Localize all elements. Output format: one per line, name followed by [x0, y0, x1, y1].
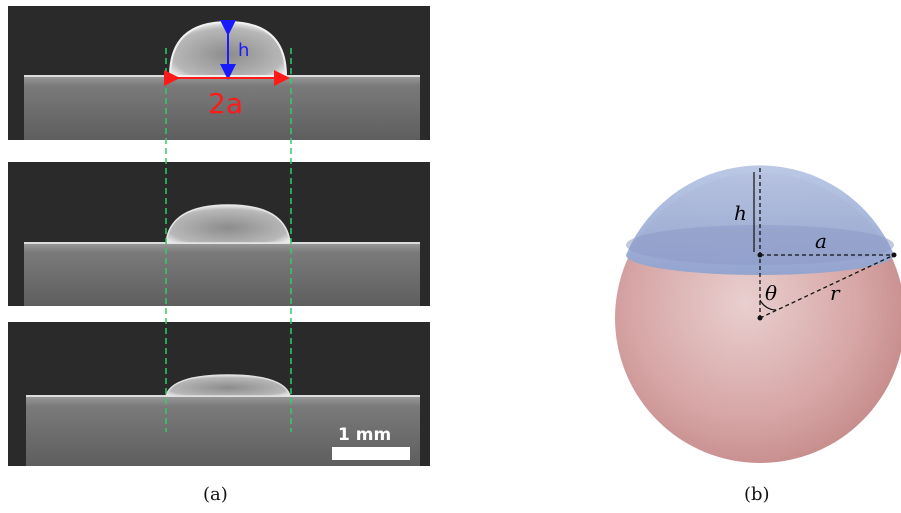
cap-center-point: [757, 252, 763, 258]
label-theta: θ: [765, 281, 777, 305]
width-label: 2a: [208, 87, 243, 120]
label-r: r: [830, 281, 841, 305]
scale-bar: [332, 447, 410, 460]
caption-a: (a): [203, 484, 228, 505]
rim-point: [891, 252, 897, 258]
scale-bar-label: 1 mm: [338, 425, 391, 445]
label-a: a: [815, 229, 827, 253]
sphere-center-point: [757, 315, 763, 321]
label-h: h: [734, 201, 747, 225]
micrograph-frame-1: [8, 6, 430, 140]
droplet-2: [165, 204, 291, 244]
micrograph-frame-2: [8, 162, 430, 306]
theta-arc: [759, 299, 777, 311]
spherical-cap-diagram: h a θ r: [615, 165, 901, 463]
height-label: h: [238, 40, 249, 61]
radius-r-line: [759, 254, 895, 319]
caption-b: (b): [744, 484, 770, 505]
micrograph-frame-3: [8, 322, 430, 466]
droplet-3: [165, 374, 291, 397]
